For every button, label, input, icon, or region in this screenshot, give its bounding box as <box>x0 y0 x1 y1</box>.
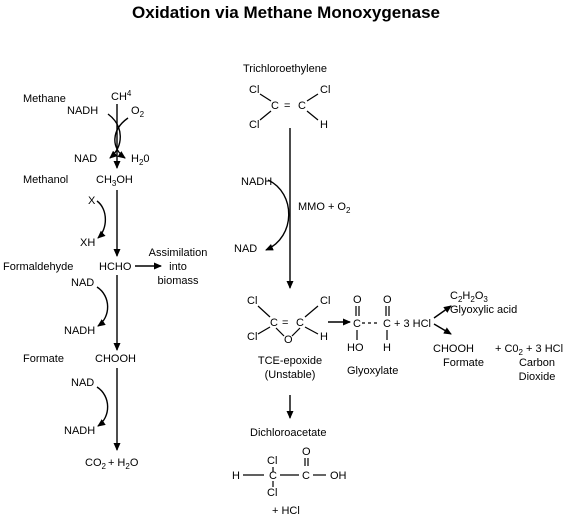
svg-text:H: H <box>232 470 240 482</box>
nadh-to-nad-arc-1 <box>107 113 121 159</box>
svg-text:C: C <box>383 318 391 330</box>
x-to-xh-arc <box>96 200 107 239</box>
to-formate-arrow <box>433 323 452 335</box>
nad-to-nadh-arc-2 <box>96 286 109 327</box>
svg-text:Cl: Cl <box>247 331 257 343</box>
dichloroacetate-structure: Cl O H C C OH Cl <box>232 446 347 499</box>
svg-text:C: C <box>270 317 278 329</box>
glyoxylic-acid-label: Glyoxylic acid <box>450 304 517 316</box>
nad-label-3: NAD <box>71 377 94 389</box>
assimilation-line-2: into <box>169 261 187 273</box>
formaldehyde-label: Formaldehyde <box>3 261 73 273</box>
formate-label-r: Formate <box>443 357 484 369</box>
to-glyoxylic-acid-arrow <box>433 305 452 319</box>
glyoxylate-name: Glyoxylate <box>347 365 398 377</box>
carbon-dioxide-label-2: Dioxide <box>519 371 556 383</box>
svg-text:C: C <box>271 100 279 112</box>
svg-text:=: = <box>284 100 290 112</box>
glyoxylate-plus-hcl: + 3 HCl <box>394 318 431 330</box>
svg-text:Cl: Cl <box>320 295 330 307</box>
methane-formula: CH4 <box>111 89 132 103</box>
methanol-label: Methanol <box>23 174 68 186</box>
formate-formula-r: CHOOH <box>433 343 474 355</box>
tce-structure: Cl Cl C = C Cl H <box>249 84 330 131</box>
mmo-label: MMO + O2 <box>298 201 351 215</box>
svg-text:Cl: Cl <box>247 295 257 307</box>
svg-text:C: C <box>302 470 310 482</box>
formaldehyde-formula: HCHO <box>99 261 132 273</box>
dichloroacetate-label: Dichloroacetate <box>250 427 326 439</box>
nadh-label-1: NADH <box>67 105 98 117</box>
svg-text:Cl: Cl <box>249 119 259 131</box>
svg-text:Cl: Cl <box>267 455 277 467</box>
h2o-label: H20 <box>131 153 150 167</box>
carbon-dioxide-label-1: Carbon <box>519 357 555 369</box>
svg-text:C: C <box>296 317 304 329</box>
methane-label: Methane <box>23 93 66 105</box>
plus-hcl-label: + HCl <box>272 505 300 517</box>
svg-text:C: C <box>298 100 306 112</box>
xh-label: XH <box>80 237 95 249</box>
svg-text:Cl: Cl <box>249 84 259 96</box>
svg-text:H: H <box>383 342 391 354</box>
co2-h2o-product: CO2+ H2O <box>85 457 139 471</box>
svg-text:C: C <box>269 470 277 482</box>
epoxide-label-1: TCE-epoxide <box>258 355 322 367</box>
svg-text:Cl: Cl <box>267 487 277 499</box>
svg-text:=: = <box>282 317 288 329</box>
nadh-to-nad-arc-r <box>265 179 290 251</box>
assimilation-line-1: Assimilation <box>149 247 208 259</box>
svg-text:O: O <box>383 294 392 306</box>
glyoxylic-formula: C2H2O3 <box>450 290 488 304</box>
nadh-label-3: NADH <box>64 425 95 437</box>
formate-formula: CHOOH <box>95 353 136 365</box>
formate-label: Formate <box>23 353 64 365</box>
x-label: X <box>88 195 96 207</box>
figure-title: Oxidation via Methane Monoxygenase <box>132 3 440 22</box>
svg-text:OH: OH <box>330 470 347 482</box>
o2-label: O2 <box>131 105 145 119</box>
svg-text:H: H <box>320 331 328 343</box>
co2-hcl-product: + C02 + 3 HCl <box>495 343 563 357</box>
epoxide-label-2: (Unstable) <box>265 369 316 381</box>
svg-text:O: O <box>284 334 293 346</box>
svg-text:HO: HO <box>347 342 364 354</box>
svg-text:O: O <box>302 446 311 458</box>
svg-text:O: O <box>353 294 362 306</box>
nad-label-2: NAD <box>71 277 94 289</box>
epoxide-structure: Cl Cl C = C Cl H O <box>247 295 330 346</box>
nad-label-r: NAD <box>234 243 257 255</box>
nad-label-1: NAD <box>74 153 97 165</box>
svg-text:C: C <box>353 318 361 330</box>
tce-label: Trichloroethylene <box>243 63 327 75</box>
svg-text:H: H <box>320 119 328 131</box>
nadh-label-2: NADH <box>64 325 95 337</box>
assimilation-line-3: biomass <box>158 275 199 287</box>
nadh-label-r: NADH <box>241 176 272 188</box>
o2-to-h2o-arc <box>114 117 129 159</box>
svg-text:Cl: Cl <box>320 84 330 96</box>
methanol-formula: CH3OH <box>96 174 133 188</box>
nad-to-nadh-arc-3 <box>96 386 109 427</box>
glyoxylate-structure: O O C C + 3 HCl HO H <box>347 294 431 354</box>
